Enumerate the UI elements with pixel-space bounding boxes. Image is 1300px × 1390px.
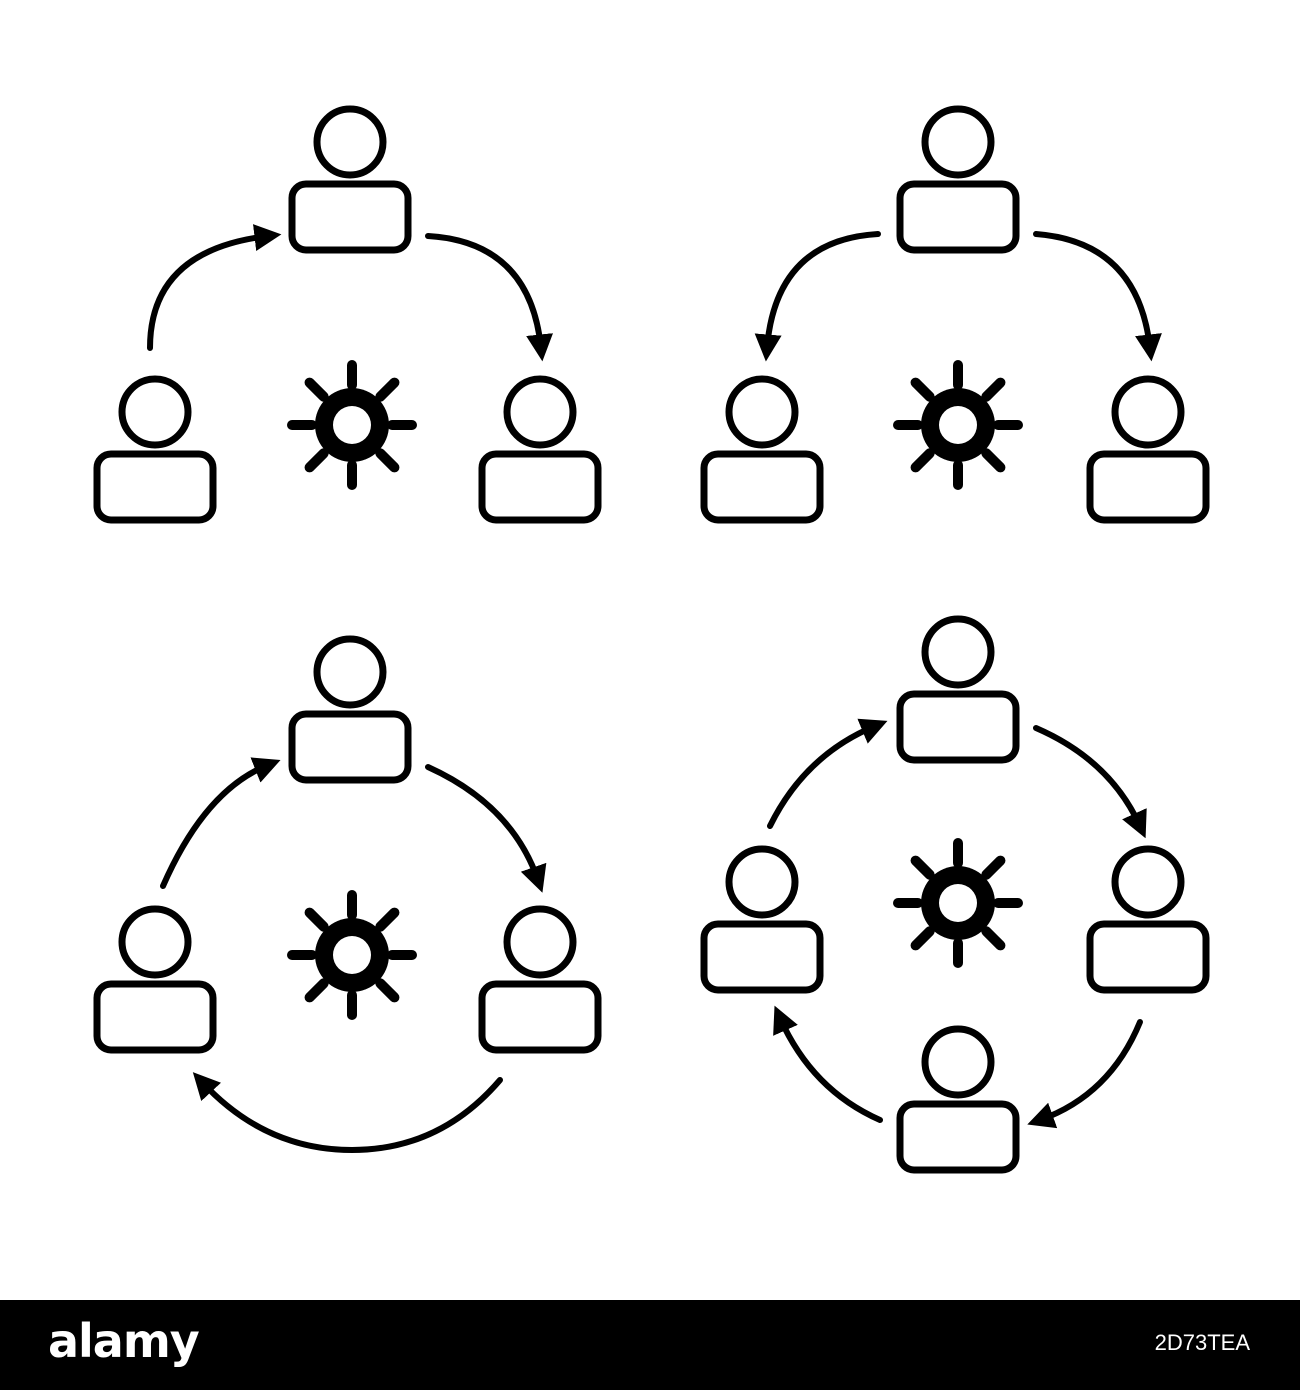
person-icon	[482, 909, 598, 1050]
gear-icon	[292, 895, 412, 1015]
arrow	[192, 1072, 503, 1154]
person-icon	[97, 379, 213, 520]
arrow	[425, 233, 554, 362]
person-icon	[900, 109, 1016, 250]
arrow	[147, 224, 282, 351]
alamy-logo: alamy	[48, 1314, 200, 1368]
gear-icon	[898, 365, 1018, 485]
person-icon	[482, 379, 598, 520]
three-person-distribution-icon	[704, 109, 1206, 520]
person-icon	[704, 379, 820, 520]
three-person-cycle-icon	[97, 639, 598, 1154]
person-icon	[900, 619, 1016, 760]
person-icon	[1090, 849, 1206, 990]
arrow	[767, 718, 888, 829]
person-icon	[704, 849, 820, 990]
gear-icon	[292, 365, 412, 485]
person-icon	[292, 639, 408, 780]
three-person-split-workflow-icon	[97, 109, 598, 520]
gear-icon	[898, 843, 1018, 963]
person-icon	[1090, 379, 1206, 520]
person-icon	[97, 909, 213, 1050]
person-icon	[900, 1029, 1016, 1170]
person-icon	[292, 109, 408, 250]
arrow	[754, 231, 881, 362]
arrow	[160, 757, 281, 889]
arrow	[425, 764, 547, 893]
arrow	[1027, 1019, 1143, 1129]
image-id: 2D73TEA	[1154, 1330, 1250, 1355]
arrow	[773, 1005, 883, 1123]
icon-sheet	[0, 0, 1300, 1300]
four-person-cycle-icon	[704, 619, 1206, 1170]
arrow	[1033, 231, 1162, 362]
watermark-footer: alamy 2D73TEA	[0, 1300, 1300, 1390]
arrow	[1033, 725, 1147, 839]
